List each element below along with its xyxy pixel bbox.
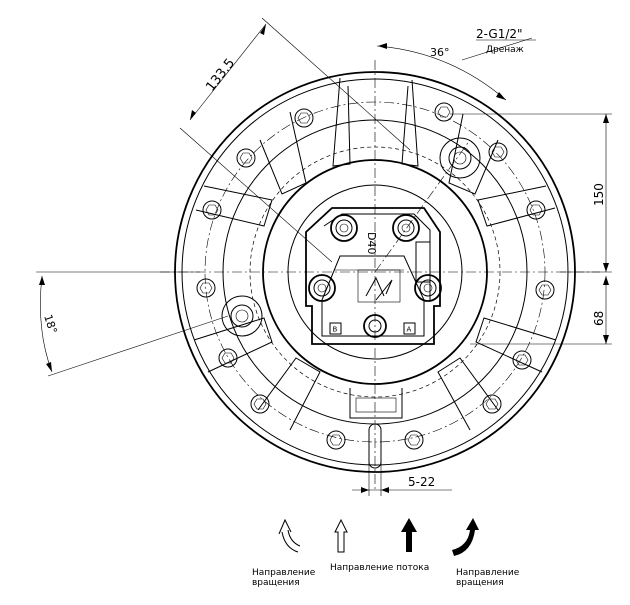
valve-plate-bolt [308,274,336,302]
port-a-label: A [407,326,412,334]
bolt-hole [526,200,546,220]
port-b-label: B [333,326,338,334]
flow-outline-arrow-icon [334,518,348,553]
valve-plate: D40 B A [305,207,442,345]
bottom-boss-inner [355,397,397,413]
bolt-hole [434,102,454,122]
slot-value: 5-22 [408,475,435,489]
bolt-hole [404,430,424,450]
left-angle-dimension: 18° [36,271,229,377]
rotation-left-label: Направление вращения [252,568,315,588]
radius-value: 133.5 [203,56,238,95]
drain-label: Дренаж [486,45,524,55]
rotation-left-label-line2: вращения [252,578,300,588]
port-b-marker [329,322,342,335]
bottom-boss [349,388,403,419]
radial-ribs [193,77,557,431]
bolt-hole [512,350,532,370]
port-a-marker [403,322,416,335]
rotation-right-label: Направление вращения [456,568,519,588]
height-150-value: 150 [592,183,606,206]
bolt-hole [250,394,270,414]
bolt-hole [488,142,508,162]
valve-plate-bolt [330,214,358,242]
radius-dimension: 133.5 [179,17,411,263]
bolt-hole [196,278,216,298]
rotation-right-label-line1: Направление [456,568,520,578]
bolt-hole [326,430,346,450]
slot-dimension: 5-22 [352,423,452,496]
flow-label: Направление потока [330,563,430,573]
bolt-hole [482,394,502,414]
flow-solid-arrow-icon [401,518,417,552]
rotation-left-label-line1: Направление [252,568,316,578]
drain-axis [374,139,471,273]
height-68-dimension: 68 [470,271,612,345]
rotation-right-label-line2: вращения [456,578,504,588]
direction-symbol [357,269,401,303]
valve-plate-bolt [392,214,420,242]
drain-port-top [439,137,481,179]
valve-plate-bolt [414,274,442,302]
drain-port-left [221,295,263,337]
bolt-hole [236,148,256,168]
rotation-right-arrow-icon [452,518,479,556]
rotation-left-arrow-icon [278,518,301,553]
height-150-dimension: 150 [450,113,612,272]
bolt-hole [535,280,555,300]
height-68-value: 68 [592,311,606,326]
thread-label: 2-G1/2" [476,27,523,41]
bolt-hole [294,108,314,128]
bolt-hole [218,348,238,368]
bolt-hole [202,200,222,220]
bolt-holes [196,102,555,450]
drain-angle-dimension: 36° 2-G1/2" Дренаж [376,27,536,101]
left-angle-value: 18° [41,313,59,336]
angle-value: 36° [430,46,450,59]
size-label: D40 [365,232,378,254]
